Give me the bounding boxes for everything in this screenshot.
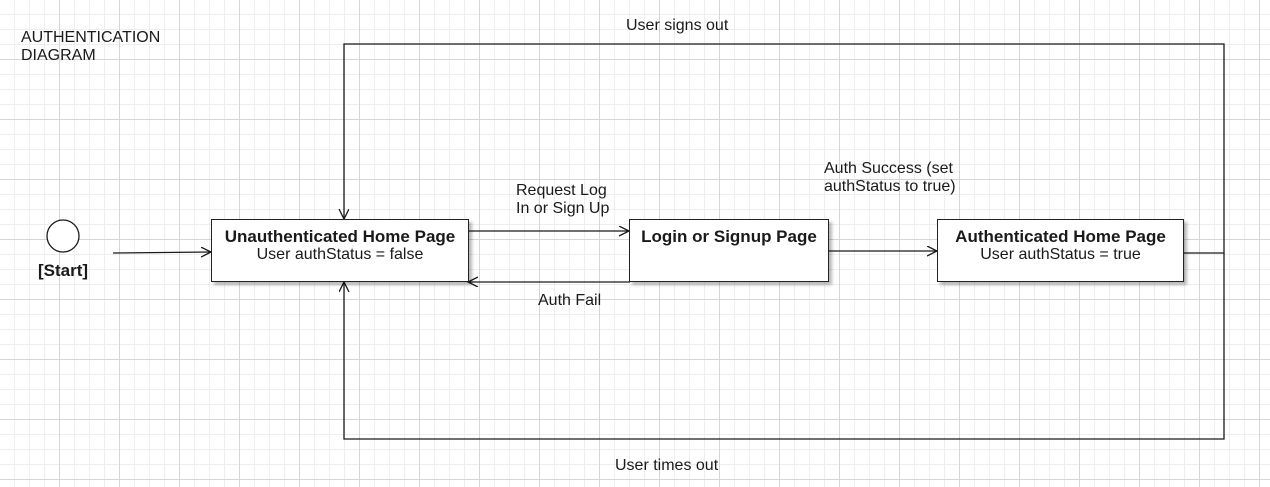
label-request-line2: In or Sign Up: [516, 200, 610, 217]
label-request-login: Request Log In or Sign Up: [516, 182, 609, 218]
state-unauthenticated-home: Unauthenticated Home Page User authStatu…: [211, 219, 469, 282]
label-auth-fail: Auth Fail: [538, 292, 602, 309]
arrow-start-to-unauth: [112, 252, 211, 253]
state-login-title: Login or Signup Page: [641, 227, 817, 246]
label-user-times-out: User times out: [615, 457, 719, 474]
start-node: [46, 219, 80, 253]
label-user-signs-out: User signs out: [626, 17, 729, 34]
diagram-title-line2: DIAGRAM: [21, 47, 96, 64]
arrow-user-signs-out: [344, 43, 1225, 254]
state-unauthenticated-detail: User authStatus = false: [256, 246, 424, 263]
state-authenticated-detail: User authStatus = true: [980, 246, 1141, 263]
state-authenticated-home: Authenticated Home Page User authStatus …: [937, 219, 1184, 282]
state-authenticated-title: Authenticated Home Page: [955, 227, 1166, 246]
diagram-title: AUTHENTICATION DIAGRAM: [21, 29, 160, 65]
state-login-signup: Login or Signup Page: [629, 219, 829, 282]
diagram-title-line1: AUTHENTICATION: [21, 29, 161, 46]
label-auth-success-line1: Auth Success (set: [824, 160, 953, 177]
start-label: [Start]: [38, 261, 89, 280]
label-auth-success-line2: authStatus to true): [824, 178, 956, 195]
arrow-user-times-out: [344, 253, 1225, 440]
label-request-line1: Request Log: [516, 182, 607, 199]
label-auth-success: Auth Success (set authStatus to true): [824, 160, 956, 196]
state-unauthenticated-title: Unauthenticated Home Page: [224, 227, 456, 246]
